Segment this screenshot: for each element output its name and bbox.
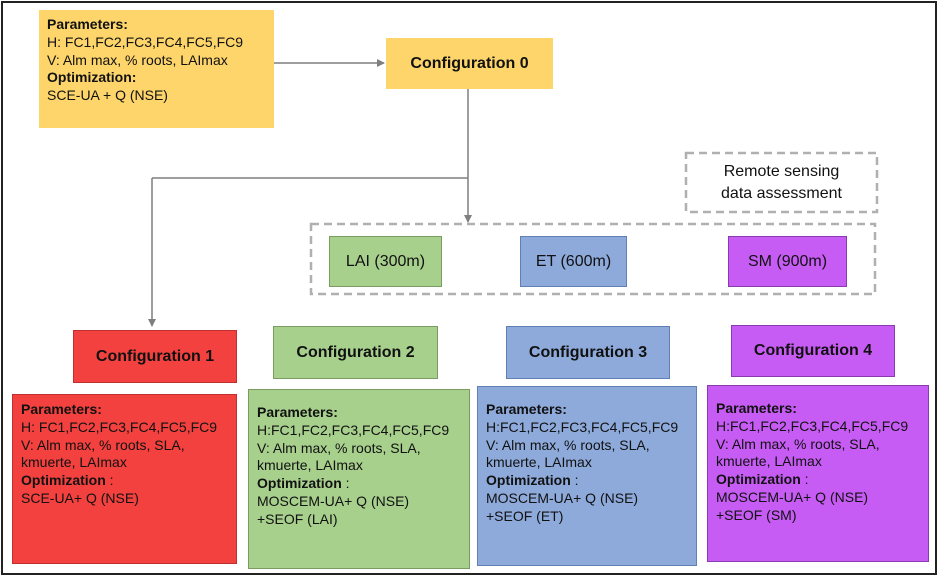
config4-method1: MOSCEM-UA+ Q (NSE) — [716, 488, 869, 505]
config1-v1: V: Alm max, % roots, SLA, — [21, 436, 185, 453]
config1-optimization-label: Optimization — [21, 472, 106, 489]
config2-v1: V: Alm max, % roots, SLA, — [257, 439, 421, 456]
config4-method2: +SEOF (SM) — [716, 506, 797, 523]
config2-parameters-label: Parameters: — [257, 404, 338, 420]
config4-v1: V: Alm max, % roots, SLA, — [716, 435, 880, 452]
configuration-1-box: Configuration 1 — [73, 330, 237, 383]
config2-method1: MOSCEM-UA+ Q (NSE) — [257, 492, 410, 509]
config2-optimization-colon: : — [341, 475, 350, 492]
configuration-4-details: Parameters: H:FC1,FC2,FC3,FC4,FC5,FC9 V:… — [707, 385, 929, 562]
config3-optimization-colon: : — [570, 472, 579, 489]
config3-v2: kmuerte, LAImax — [486, 454, 592, 471]
config1-h: H: FC1,FC2,FC3,FC4,FC5,FC9 — [21, 418, 218, 435]
configuration-3-box: Configuration 3 — [506, 326, 670, 379]
config2-v2: kmuerte, LAImax — [257, 457, 363, 474]
configuration-2-details: Parameters: H:FC1,FC2,FC3,FC4,FC5,FC9 V:… — [248, 389, 470, 569]
top-parameters-box: Parameters: H: FC1,FC2,FC3,FC4,FC5,FC9 V… — [39, 10, 274, 128]
config2-method2: +SEOF (LAI) — [257, 510, 338, 527]
config2-h: H:FC1,FC2,FC3,FC4,FC5,FC9 — [257, 421, 450, 438]
config4-v2: kmuerte, LAImax — [716, 453, 822, 470]
remote-sensing-label-dashed-box — [684, 151, 879, 214]
dataset-et-label: ET (600m) — [535, 252, 612, 270]
config4-parameters-label: Parameters: — [716, 400, 797, 416]
dataset-sm-label: SM (900m) — [747, 252, 828, 270]
configuration-0-label: Configuration 0 — [410, 54, 529, 72]
top-optimization-method: SCE-UA + Q (NSE) — [47, 87, 168, 104]
config1-v2: kmuerte, LAImax — [21, 454, 127, 471]
top-parameters-v: V: Alm max, % roots, LAImax — [47, 51, 228, 68]
configuration-3-label: Configuration 3 — [528, 343, 648, 361]
config3-method1: MOSCEM-UA+ Q (NSE) — [486, 489, 639, 506]
configuration-1-details: Parameters: H: FC1,FC2,FC3,FC4,FC5,FC9 V… — [12, 394, 237, 564]
config3-h: H:FC1,FC2,FC3,FC4,FC5,FC9 — [486, 418, 679, 435]
configuration-0-box: Configuration 0 — [386, 38, 553, 89]
remote-sensing-line-2: data assessment — [721, 185, 842, 202]
config1-parameters-label: Parameters: — [21, 401, 102, 417]
dataset-et-box: ET (600m) — [520, 236, 627, 287]
config1-method1: SCE-UA+ Q (NSE) — [21, 489, 139, 506]
config4-optimization-label: Optimization — [716, 471, 801, 488]
configuration-2-label: Configuration 2 — [296, 343, 415, 361]
config1-optimization-colon: : — [105, 472, 114, 489]
config2-optimization-label: Optimization — [257, 475, 342, 492]
config3-method2: +SEOF (ET) — [486, 507, 564, 524]
config4-h: H:FC1,FC2,FC3,FC4,FC5,FC9 — [716, 417, 909, 434]
config3-v1: V: Alm max, % roots, SLA, — [486, 436, 650, 453]
dataset-sm-box: SM (900m) — [728, 236, 847, 287]
configuration-2-box: Configuration 2 — [273, 326, 438, 379]
top-parameters-h: H: FC1,FC2,FC3,FC4,FC5,FC9 — [47, 33, 244, 50]
config3-parameters-label: Parameters: — [486, 401, 567, 417]
configuration-3-details: Parameters: H:FC1,FC2,FC3,FC4,FC5,FC9 V:… — [477, 386, 697, 566]
configuration-1-label: Configuration 1 — [95, 347, 215, 365]
config3-optimization-label: Optimization — [486, 472, 571, 489]
top-optimization-label: Optimization: — [47, 69, 137, 86]
configuration-4-box: Configuration 4 — [731, 325, 895, 377]
remote-sensing-dashed-box — [309, 222, 877, 296]
dataset-lai-box: LAI (300m) — [329, 236, 442, 287]
remote-sensing-line-1: Remote sensing — [723, 163, 840, 180]
top-parameters-label: Parameters: — [47, 16, 128, 32]
dataset-lai-label: LAI (300m) — [345, 252, 426, 270]
configuration-4-label: Configuration 4 — [753, 342, 873, 359]
remote-sensing-label: Remote sensing data assessment — [688, 156, 875, 210]
config4-optimization-colon: : — [800, 471, 809, 488]
